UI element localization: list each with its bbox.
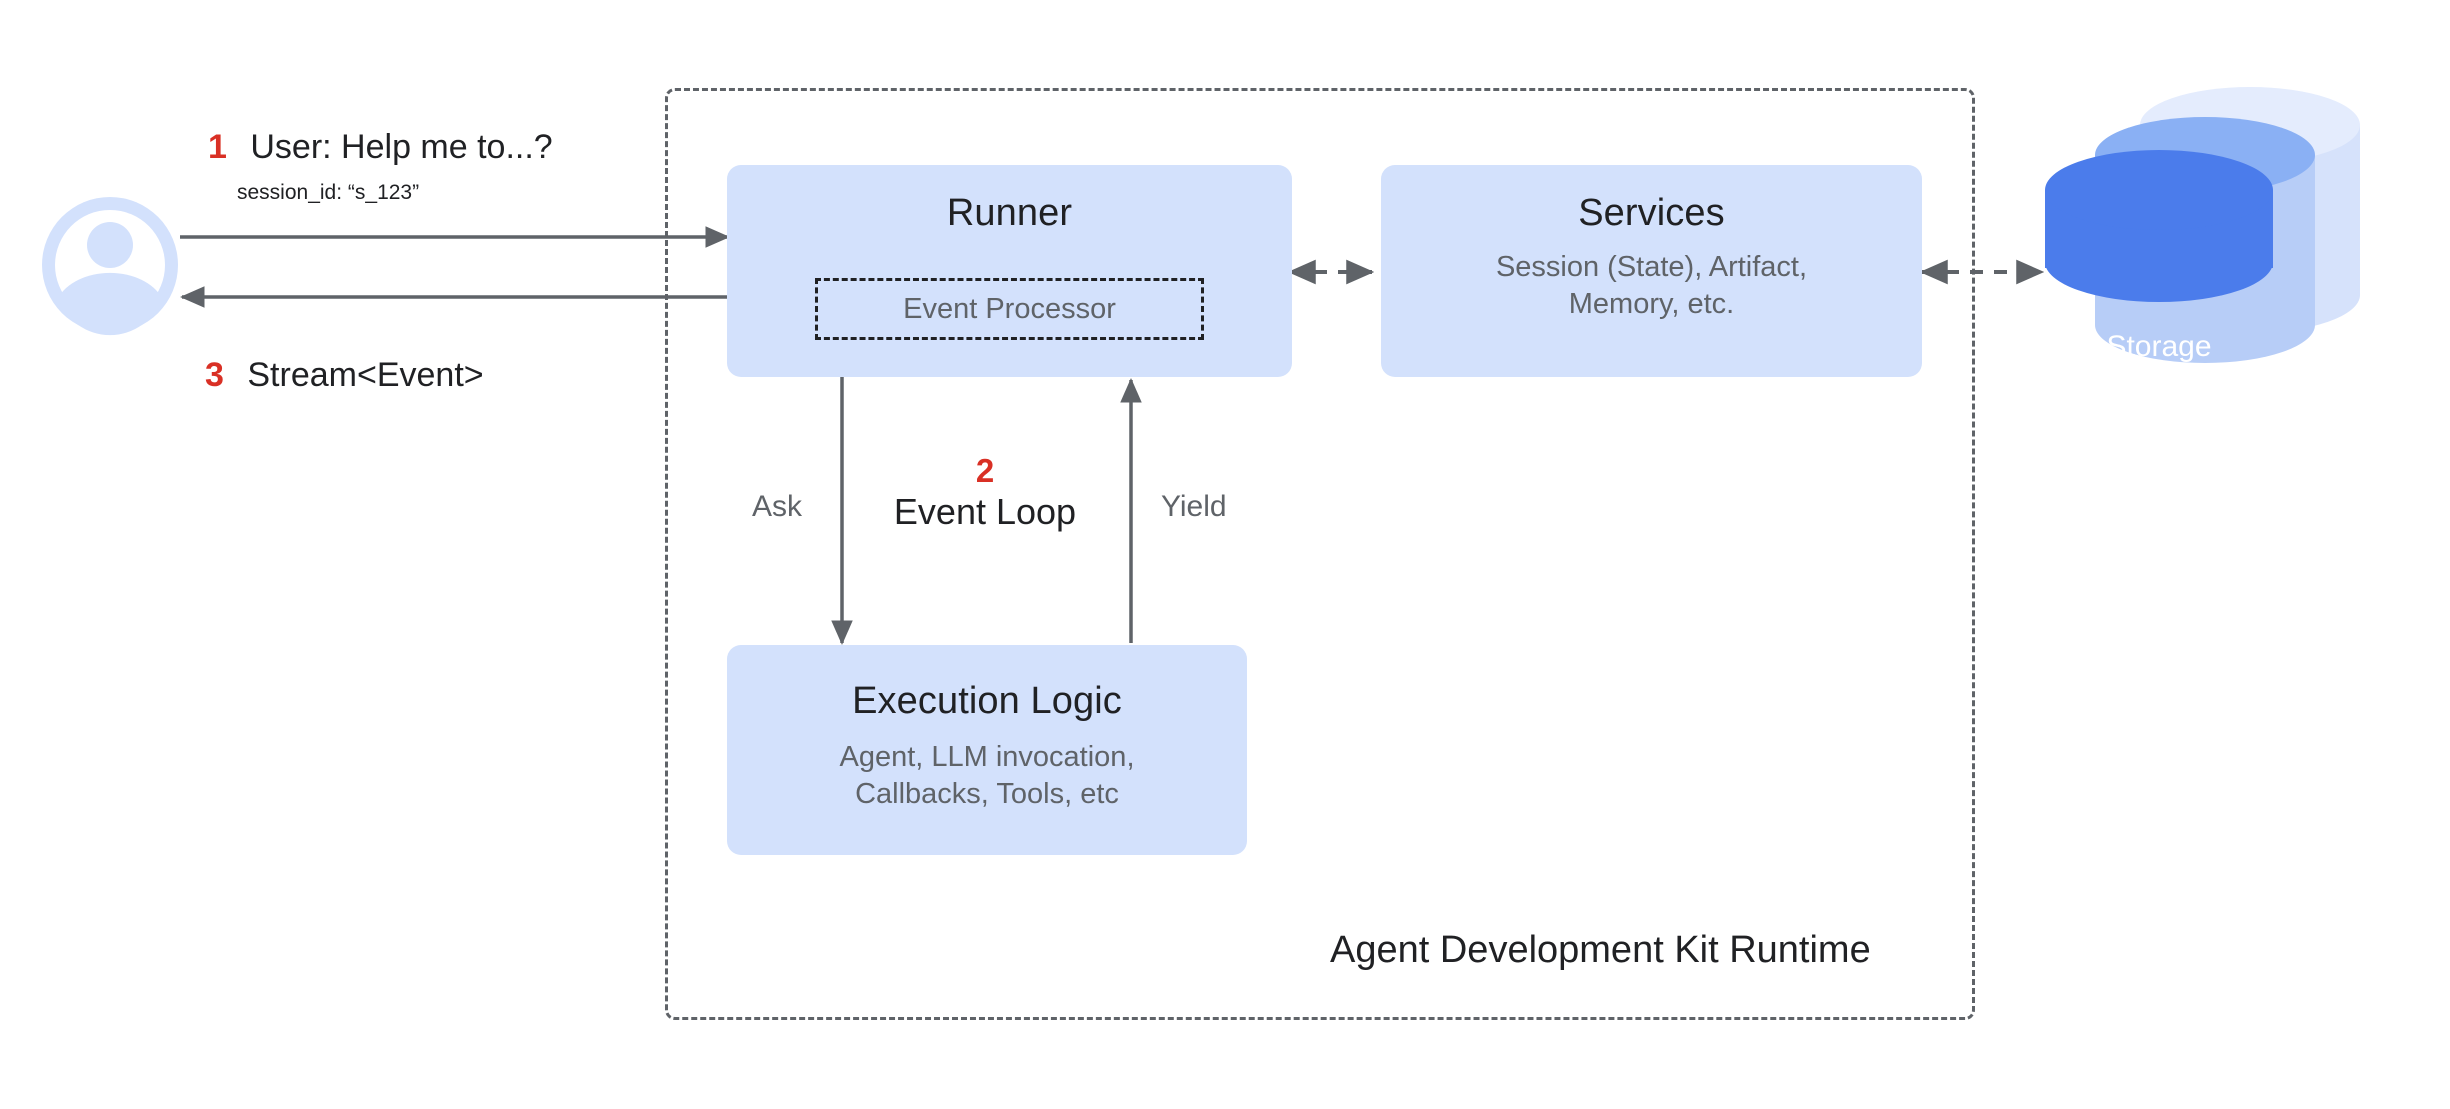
- database-cylinder-icon: [2045, 87, 2360, 363]
- step-number-1: 1: [208, 128, 227, 166]
- step-number-2: 2: [975, 452, 995, 489]
- user-avatar-icon: [42, 197, 178, 336]
- execution-logic-node[interactable]: Execution Logic Agent, LLM invocation, C…: [727, 645, 1247, 855]
- event-processor-label: Event Processor: [903, 292, 1116, 325]
- services-subtitle: Session (State), Artifact, Memory, etc.: [1495, 250, 1808, 320]
- user-request-line: 1 User: Help me to...?: [208, 128, 553, 167]
- step-number-3: 3: [205, 356, 224, 394]
- services-title: Services: [1578, 192, 1725, 234]
- yield-edge-label: Yield: [1161, 490, 1227, 523]
- runner-node[interactable]: Runner: [727, 165, 1292, 377]
- storage-label: Storage: [2106, 330, 2212, 363]
- services-node[interactable]: Services Session (State), Artifact, Memo…: [1381, 165, 1922, 377]
- adk-runtime-container: [665, 88, 1975, 1020]
- ask-edge-label: Ask: [752, 490, 803, 523]
- session-id-text: session_id: “s_123”: [237, 181, 420, 204]
- user-request-text: User: Help me to...?: [250, 128, 553, 166]
- runner-title: Runner: [946, 192, 1073, 234]
- event-loop-label: 2 Event Loop: [890, 452, 1080, 533]
- execution-logic-title: Execution Logic: [852, 680, 1122, 722]
- stream-response-line: 3 Stream<Event>: [205, 356, 484, 395]
- stream-response-text: Stream<Event>: [247, 356, 484, 394]
- execution-logic-subtitle: Agent, LLM invocation, Callbacks, Tools,…: [839, 740, 1135, 810]
- event-processor-node[interactable]: Event Processor: [815, 278, 1204, 340]
- event-loop-text: Event Loop: [893, 490, 1077, 532]
- runtime-title: Agent Development Kit Runtime: [1330, 929, 1871, 971]
